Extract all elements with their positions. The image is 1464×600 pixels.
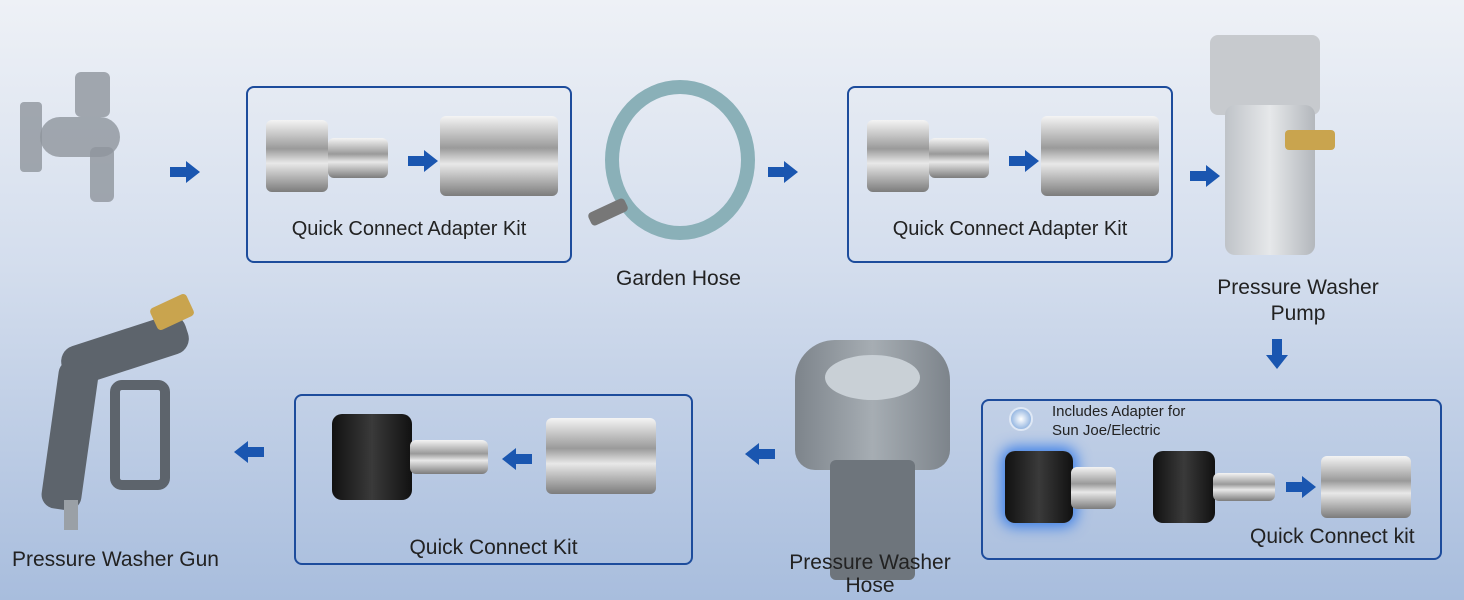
adapter-kit-label: Quick Connect Adapter Kit: [892, 218, 1128, 240]
quick-connect-kit-left: Quick Connect Kit: [294, 394, 693, 565]
arrow-left-icon: [502, 448, 532, 470]
pw-hose-label-line1: Pressure Washer: [789, 551, 951, 574]
pressure-washer-hose-image: [795, 340, 950, 580]
badge-icon: [1009, 407, 1033, 431]
gun-label: Pressure Washer Gun: [12, 548, 219, 571]
quick-connect-kit-label: Quick Connect kit: [1250, 525, 1415, 548]
adapter-note-line1: Includes Adapter for: [1052, 403, 1186, 420]
arrow-right-icon: [1286, 476, 1316, 498]
faucet-image: [20, 62, 160, 207]
quick-connect-adapter-kit-1: Quick Connect Adapter Kit: [246, 86, 572, 263]
garden-hose-image: [605, 80, 755, 240]
pressure-washer-gun-image: [39, 292, 210, 540]
arrow-right-icon: [170, 161, 200, 183]
arrow-left-icon: [234, 441, 264, 463]
arrow-right-icon: [768, 161, 798, 183]
arrow-right-icon: [1009, 150, 1039, 172]
quick-connect-kit-right: Includes Adapter for Sun Joe/Electric Qu…: [981, 399, 1442, 560]
arrow-down-icon: [1266, 339, 1288, 369]
pump-image: [1205, 35, 1335, 260]
pump-label-line2: Pump: [1270, 302, 1326, 325]
adapter-kit-label: Quick Connect Adapter Kit: [291, 218, 527, 240]
quick-connect-adapter-kit-2: Quick Connect Adapter Kit: [847, 86, 1173, 263]
pw-hose-label-line2: Hose: [845, 574, 895, 597]
arrow-right-icon: [408, 150, 438, 172]
pump-label-line1: Pressure Washer: [1217, 276, 1379, 299]
garden-hose-label: Garden Hose: [616, 267, 741, 290]
adapter-note-line2: Sun Joe/Electric: [1052, 422, 1161, 439]
arrow-left-icon: [745, 443, 775, 465]
quick-connect-kit-label: Quick Connect Kit: [409, 536, 578, 559]
